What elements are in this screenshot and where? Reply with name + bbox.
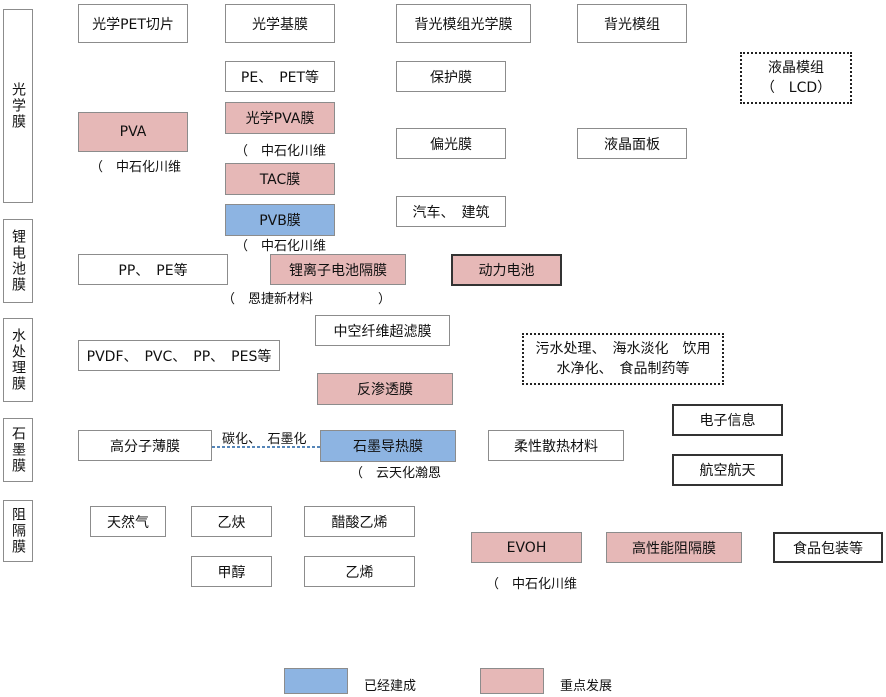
category-barrier: 阻隔膜: [3, 500, 33, 562]
node-electronics: 电子信息: [672, 404, 783, 436]
node-optical-pet-chip-label: 光学PET切片: [92, 16, 174, 33]
node-pvb-note: （ 中石化川维: [235, 239, 327, 254]
graphite-process-label: 碳化、 石墨化: [222, 432, 307, 447]
legend-focus-swatch: [480, 668, 544, 694]
legend-built-swatch: [284, 668, 348, 694]
node-natural-gas: 天然气: [90, 506, 166, 537]
node-backlight-module-label: 背光模组: [604, 16, 660, 33]
node-pp-pe: PP、 PE等: [78, 254, 228, 285]
node-lcd-module: 液晶模组 （ LCD）: [740, 52, 852, 104]
node-hollow-fiber: 中空纤维超滤膜: [315, 315, 450, 346]
category-lithium: 锂电池膜: [3, 219, 33, 303]
node-ethylene-label: 乙烯: [345, 564, 374, 581]
node-natural-gas-label: 天然气: [107, 514, 149, 531]
category-graphite-label: 石墨膜: [10, 426, 26, 474]
node-li-separator-note: （ 恩捷新材料 ）: [222, 292, 392, 307]
node-pe-pet: PE、 PET等: [225, 61, 335, 92]
node-graphite-thermal-label: 石墨导热膜: [353, 439, 423, 455]
node-methanol-label: 甲醇: [217, 564, 246, 581]
node-optical-pet-chip: 光学PET切片: [78, 4, 188, 43]
node-protect-film: 保护膜: [396, 61, 506, 92]
node-protect-film-label: 保护膜: [430, 69, 472, 86]
node-lcd-module-line2: （ LCD）: [760, 80, 832, 96]
node-lcd-panel: 液晶面板: [577, 128, 687, 159]
node-water-applications-line1: 污水处理、 海水淡化 饮用: [535, 341, 711, 357]
node-aerospace: 航空航天: [672, 454, 783, 486]
node-water-applications: 污水处理、 海水淡化 饮用 水净化、 食品制药等: [522, 333, 724, 385]
node-auto-building: 汽车、 建筑: [396, 196, 506, 227]
node-pvdf-etc: PVDF、 PVC、 PP、 PES等: [78, 340, 280, 371]
node-optical-pva-film-label: 光学PVA膜: [245, 111, 315, 127]
node-food-packaging-label: 食品包装等: [793, 540, 863, 557]
node-water-applications-line2: 水净化、 食品制药等: [556, 361, 690, 377]
node-optical-pva-note: （ 中石化川维: [235, 144, 327, 159]
node-backlight-optical-film-label: 背光模组光学膜: [414, 16, 513, 33]
node-tac-film-label: TAC膜: [259, 172, 301, 188]
node-evoh: EVOH: [471, 532, 582, 563]
category-lithium-label: 锂电池膜: [10, 229, 26, 293]
node-optical-base-film: 光学基膜: [225, 4, 335, 43]
node-aerospace-label: 航空航天: [699, 463, 756, 479]
node-pva-note: （ 中石化川维: [90, 160, 182, 175]
node-polymer-film-label: 高分子薄膜: [110, 438, 180, 455]
node-polarizer: 偏光膜: [396, 128, 506, 159]
node-reverse-osmosis: 反渗透膜: [317, 373, 453, 405]
node-food-packaging: 食品包装等: [773, 532, 883, 563]
node-flex-heat: 柔性散热材料: [488, 430, 624, 461]
node-pp-pe-label: PP、 PE等: [118, 262, 188, 279]
node-vinyl-acetate-label: 醋酸乙烯: [331, 514, 388, 531]
legend-built-label: 已经建成: [364, 679, 417, 694]
node-power-battery-label: 动力电池: [478, 263, 535, 279]
node-backlight-optical-film: 背光模组光学膜: [396, 4, 531, 43]
node-ethylene: 乙烯: [304, 556, 415, 587]
category-optical: 光学膜: [3, 9, 33, 203]
node-polymer-film: 高分子薄膜: [78, 430, 212, 461]
node-graphite-thermal: 石墨导热膜: [320, 430, 456, 462]
node-lcd-panel-label: 液晶面板: [604, 136, 660, 153]
category-water: 水处理膜: [3, 318, 33, 402]
node-methanol: 甲醇: [191, 556, 272, 587]
category-optical-label: 光学膜: [10, 82, 26, 130]
legend-focus-label: 重点发展: [560, 679, 613, 694]
node-hollow-fiber-label: 中空纤维超滤膜: [333, 323, 432, 340]
node-auto-building-label: 汽车、 建筑: [412, 204, 490, 221]
node-pva-label: PVA: [119, 124, 147, 140]
node-pvdf-etc-label: PVDF、 PVC、 PP、 PES等: [86, 348, 272, 365]
node-vinyl-acetate: 醋酸乙烯: [304, 506, 415, 537]
node-tac-film: TAC膜: [225, 163, 335, 195]
node-li-separator-label: 锂离子电池隔膜: [289, 262, 387, 279]
node-lcd-module-line1: 液晶模组: [768, 60, 824, 76]
node-evoh-label: EVOH: [506, 539, 547, 556]
node-reverse-osmosis-label: 反渗透膜: [357, 382, 413, 398]
category-barrier-label: 阻隔膜: [10, 507, 26, 555]
category-water-label: 水处理膜: [10, 328, 26, 392]
node-optical-base-film-label: 光学基膜: [252, 16, 308, 33]
node-optical-pva-film: 光学PVA膜: [225, 102, 335, 134]
node-li-separator: 锂离子电池隔膜: [270, 254, 406, 285]
node-flex-heat-label: 柔性散热材料: [514, 438, 598, 455]
node-acetylene-label: 乙炔: [217, 514, 246, 531]
node-power-battery: 动力电池: [451, 254, 562, 286]
node-evoh-note: （ 中石化川维: [486, 577, 578, 592]
node-pvb-film-label: PVB膜: [259, 213, 301, 229]
node-polarizer-label: 偏光膜: [430, 136, 472, 153]
category-graphite: 石墨膜: [3, 418, 33, 482]
node-electronics-label: 电子信息: [699, 413, 756, 429]
node-high-barrier-label: 高性能阻隔膜: [632, 540, 716, 557]
node-graphite-thermal-note: （ 云天化瀚恩: [350, 466, 442, 481]
node-backlight-module: 背光模组: [577, 4, 687, 43]
node-acetylene: 乙炔: [191, 506, 272, 537]
node-high-barrier: 高性能阻隔膜: [606, 532, 742, 563]
node-pva: PVA: [78, 112, 188, 152]
node-pvb-film: PVB膜: [225, 204, 335, 236]
node-pe-pet-label: PE、 PET等: [240, 69, 320, 86]
